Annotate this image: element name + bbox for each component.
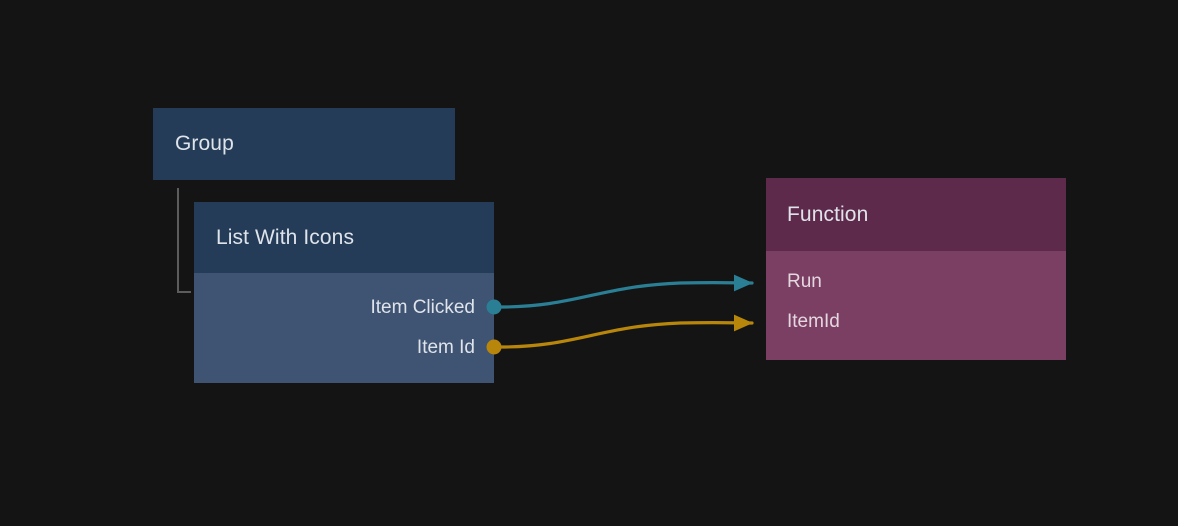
- connection-item-id-to-itemid: [499, 314, 754, 349]
- node-group-header[interactable]: Group: [153, 108, 455, 180]
- node-function[interactable]: Function Run ItemId: [766, 178, 1066, 360]
- node-list-header[interactable]: List With Icons: [194, 202, 494, 273]
- node-list-body: Item Clicked Item Id: [194, 273, 494, 383]
- input-port-run-label: Run: [787, 271, 822, 292]
- connection-item-clicked-to-run: [498, 274, 754, 309]
- output-port-item-clicked[interactable]: Item Clicked: [370, 297, 494, 319]
- node-group[interactable]: Group: [153, 108, 455, 180]
- group-bracket: [177, 188, 191, 293]
- node-function-body: Run ItemId: [766, 251, 1066, 360]
- output-port-item-id[interactable]: Item Id: [417, 337, 494, 359]
- node-function-title: Function: [787, 202, 869, 226]
- node-function-header[interactable]: Function: [766, 178, 1066, 251]
- output-port-item-id-label: Item Id: [416, 337, 475, 358]
- output-port-item-clicked-label: Item Clicked: [370, 297, 475, 318]
- input-port-itemid[interactable]: ItemId: [787, 311, 840, 333]
- input-port-itemid-label: ItemId: [787, 311, 840, 332]
- node-list-title: List With Icons: [216, 225, 355, 249]
- node-group-title: Group: [175, 132, 234, 155]
- input-port-run[interactable]: Run: [787, 271, 822, 293]
- node-list-with-icons[interactable]: List With Icons Item Clicked Item Id: [194, 202, 494, 383]
